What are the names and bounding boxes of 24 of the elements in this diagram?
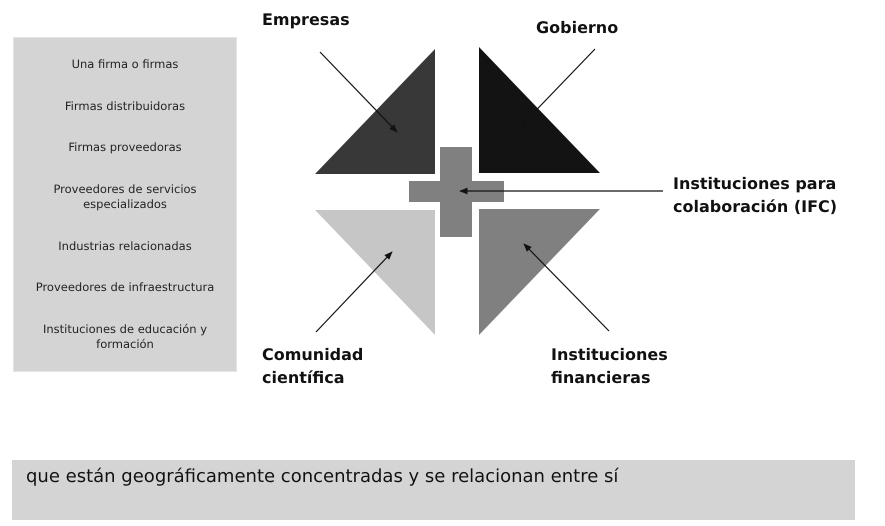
category-label: Gobierno: [536, 16, 646, 40]
list-item: Proveedores de servicios especializados: [52, 182, 198, 212]
list-panel: [13, 37, 237, 372]
list-item: Firmas proveedoras: [68, 140, 182, 156]
list-item: Una firma o firmas: [72, 57, 178, 72]
list-item: Firmas distribuidoras: [64, 98, 186, 114]
list-item: Industrias relacionadas: [58, 238, 192, 254]
triangle: [479, 47, 600, 173]
leader-arrow: [316, 251, 393, 332]
leader-arrow: [459, 188, 663, 194]
leader-arrow: [320, 52, 398, 133]
category-label: Comunidad científica: [262, 343, 412, 390]
cross-shape: [409, 147, 504, 237]
triangle: [315, 49, 435, 174]
list-item: Instituciones de educación y formación: [42, 322, 208, 352]
caption-band: [12, 460, 855, 520]
category-label: Instituciones para colaboración (IFC): [673, 172, 885, 218]
list-item: Proveedores de infraestructura: [36, 280, 214, 296]
caption-text: que están geográficamente concentradas y se relacionan entre sí: [26, 466, 620, 487]
category-label: Empresas: [262, 8, 372, 32]
triangle: [479, 209, 600, 335]
leader-arrow: [523, 243, 610, 332]
category-label: Instituciones financieras: [551, 343, 701, 390]
triangle: [315, 210, 435, 335]
